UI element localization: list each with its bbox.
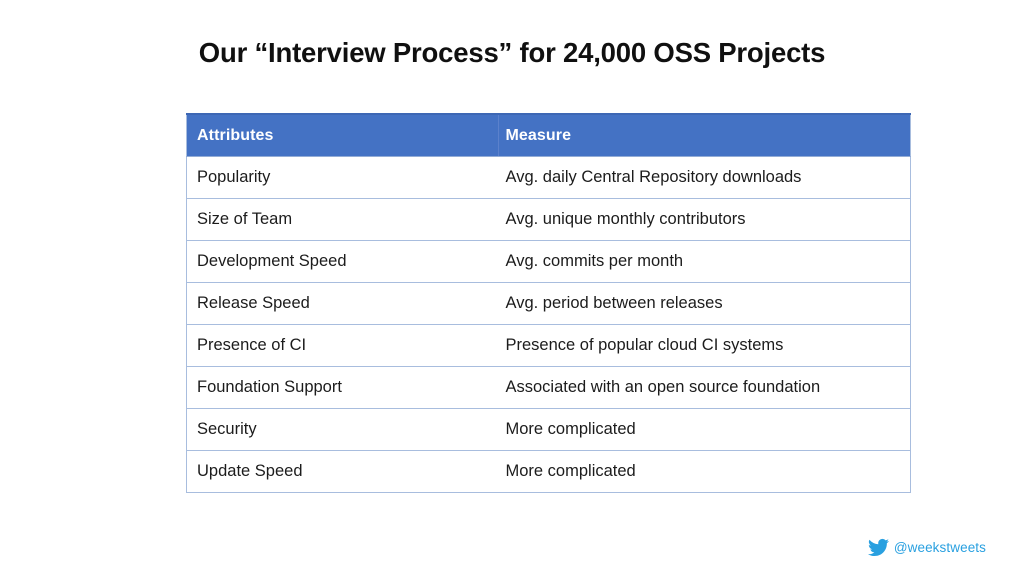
cell-measure: Avg. period between releases bbox=[505, 293, 723, 312]
cell-attribute: Release Speed bbox=[197, 293, 310, 312]
cell-attribute: Popularity bbox=[197, 167, 271, 186]
cell-attribute: Update Speed bbox=[197, 461, 303, 480]
cell-attribute: Size of Team bbox=[197, 209, 293, 228]
cell-measure: Avg. daily Central Repository downloads bbox=[505, 167, 802, 186]
table-header-row: Attributes Measure bbox=[186, 114, 911, 157]
table-row: Presence of CI Presence of popular cloud… bbox=[186, 324, 911, 367]
table-row: Popularity Avg. daily Central Repository… bbox=[186, 156, 911, 199]
column-header-measure: Measure bbox=[498, 114, 911, 157]
twitter-handle-watermark: @weekstweets bbox=[867, 537, 986, 558]
cell-attribute: Security bbox=[197, 419, 257, 438]
cell-measure: Associated with an open source foundatio… bbox=[505, 377, 821, 396]
table-row: Size of Team Avg. unique monthly contrib… bbox=[186, 198, 911, 241]
table-row: Foundation Support Associated with an op… bbox=[186, 366, 911, 409]
cell-measure: Avg. unique monthly contributors bbox=[505, 209, 746, 228]
attributes-table: Attributes Measure Popularity Avg. daily… bbox=[186, 113, 911, 493]
twitter-handle-text: @weekstweets bbox=[893, 540, 986, 555]
cell-measure: More complicated bbox=[505, 461, 636, 480]
attributes-table-container: Attributes Measure Popularity Avg. daily… bbox=[186, 113, 911, 493]
table-row: Security More complicated bbox=[186, 408, 911, 451]
table-header: Attributes Measure bbox=[186, 114, 911, 157]
table-body: Popularity Avg. daily Central Repository… bbox=[186, 156, 911, 493]
cell-measure: Presence of popular cloud CI systems bbox=[505, 335, 784, 354]
column-header-attributes: Attributes bbox=[197, 126, 274, 144]
cell-measure: Avg. commits per month bbox=[505, 251, 684, 270]
twitter-bird-icon bbox=[867, 537, 889, 558]
cell-measure: More complicated bbox=[505, 419, 636, 438]
table-row: Development Speed Avg. commits per month bbox=[186, 240, 911, 283]
cell-attribute: Foundation Support bbox=[197, 377, 342, 396]
cell-attribute: Presence of CI bbox=[197, 335, 307, 354]
table-row: Update Speed More complicated bbox=[186, 450, 911, 493]
table-row: Release Speed Avg. period between releas… bbox=[186, 282, 911, 325]
cell-attribute: Development Speed bbox=[197, 251, 347, 270]
page-title: Our “Interview Process” for 24,000 OSS P… bbox=[198, 37, 826, 68]
